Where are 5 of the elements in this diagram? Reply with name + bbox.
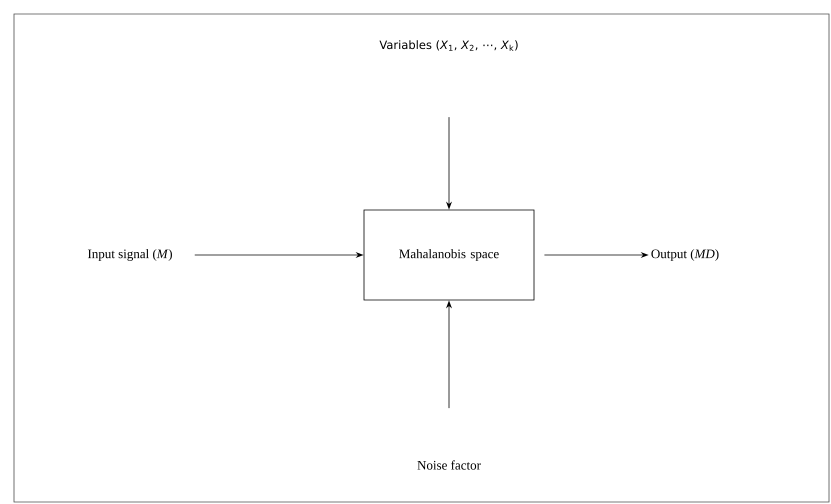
- process-box: Mahalanobis space: [364, 210, 534, 300]
- input-label: Variables (X$_{1}$, X$_{2}$, ⋯, X$_{k}$): [379, 40, 518, 51]
- input-label: Input signal (M): [88, 249, 172, 261]
- output-label: Output (MD): [651, 249, 719, 261]
- input-label: Noise factor: [417, 460, 481, 470]
